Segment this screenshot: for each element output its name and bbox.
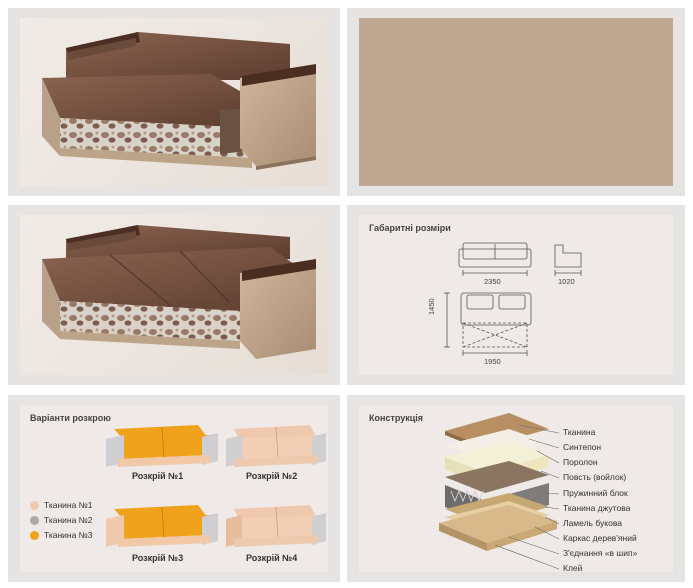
layout-variant-1-label: Розкрій №1 — [132, 471, 184, 481]
construction-panel: Конструкція — [347, 395, 685, 582]
layout-variant-4 — [226, 505, 326, 547]
layout-variant-3 — [106, 505, 218, 547]
layer-label-9: Клей — [563, 563, 583, 572]
fabric-3-label: Тканина №3 — [44, 530, 93, 540]
layout-variant-2 — [226, 425, 326, 467]
layouts-illustrations — [106, 425, 326, 547]
layer-label-8: З'єднання «в шип» — [563, 548, 638, 558]
fabric-3-dot — [30, 531, 39, 540]
fabric-1-dot — [30, 501, 39, 510]
layer-label-0: Тканина — [563, 427, 596, 437]
layer-label-2: Поролон — [563, 457, 598, 467]
fabric-swatch-panel — [347, 8, 685, 196]
layer-label-5: Тканина джутова — [563, 503, 631, 513]
layouts-title: Варіанти розкрою — [30, 413, 111, 423]
layout-variant-2-label: Розкрій №2 — [246, 471, 298, 481]
construction-title: Конструкція — [369, 413, 424, 423]
layer-label-7: Каркас дерев'яний — [563, 533, 637, 543]
layer-label-3: Повсть (войлок) — [563, 472, 627, 482]
sofa-photo-folded — [20, 18, 328, 186]
layer-label-1: Синтепон — [563, 442, 602, 452]
layouts-panel: Варіанти розкрою — [8, 395, 340, 582]
layer-label-6: Ламель букова — [563, 518, 622, 528]
fabric-2-label: Тканина №2 — [44, 515, 93, 525]
layer-label-4: Пружинний блок — [563, 488, 628, 498]
sofa-bed-illustration — [42, 225, 316, 359]
sofa-illustration — [42, 32, 316, 170]
bed-width-label: 1950 — [484, 357, 501, 366]
photo-panel-folded — [8, 8, 340, 196]
layout-variant-1 — [106, 425, 218, 467]
bed-length-label: 1450 — [427, 298, 436, 315]
fabric-2-dot — [30, 516, 39, 525]
fabric-swatch — [359, 18, 673, 186]
construction-diagram — [439, 413, 560, 570]
layout-variant-3-label: Розкрій №3 — [132, 553, 184, 563]
sofa-photo-unfolded — [20, 215, 328, 375]
dimensions-title: Габаритні розміри — [369, 223, 451, 233]
fabric-1-label: Тканина №1 — [44, 500, 93, 510]
photo-panel-unfolded — [8, 205, 340, 385]
front-width-label: 2350 — [484, 277, 501, 286]
layout-variant-4-label: Розкрій №4 — [246, 553, 298, 563]
side-depth-label: 1020 — [558, 277, 575, 286]
dimensions-diagram — [444, 242, 582, 356]
dimensions-panel: Габаритні розміри — [347, 205, 685, 385]
